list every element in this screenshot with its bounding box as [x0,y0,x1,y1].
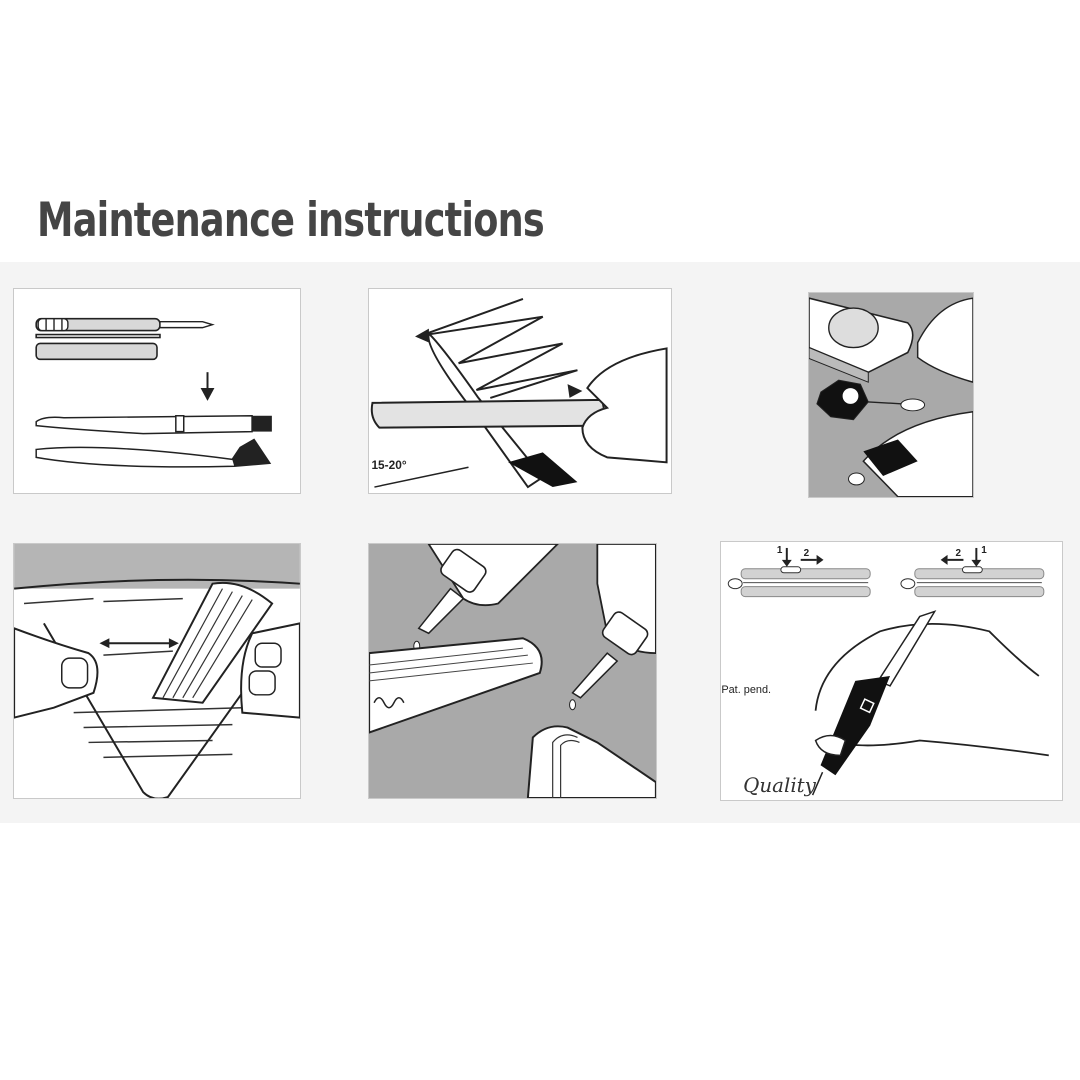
pen-usage-illustration: 1 2 2 1 Pat. pend. Quality [721,545,1049,797]
step-2-label-left: 2 [804,548,810,559]
panel-oiling [368,543,657,799]
tweezers-removal-illustration [35,317,272,468]
step-2-label-right: 2 [956,548,962,559]
washing-illustration [14,544,300,798]
panel-pen-usage: 1 2 2 1 Pat. pend. Quality [720,541,1063,801]
blade-sharpening-illustration: 15-20° [370,297,668,489]
panel-tweezers [13,288,301,494]
panel-battery [808,292,974,498]
quality-script-text: Quality [743,774,816,797]
angle-label: 15-20° [371,458,406,472]
battery-replacement-illustration [809,297,973,497]
page-title: Maintenance instructions [37,193,545,248]
panel-sharpening: 15-20° [368,288,672,494]
patent-pending-label: Pat. pend. [721,684,771,696]
step-1-label-left: 1 [777,545,783,556]
oiling-illustration [369,544,656,798]
panel-washing [13,543,301,799]
step-1-label-right: 1 [981,545,987,556]
